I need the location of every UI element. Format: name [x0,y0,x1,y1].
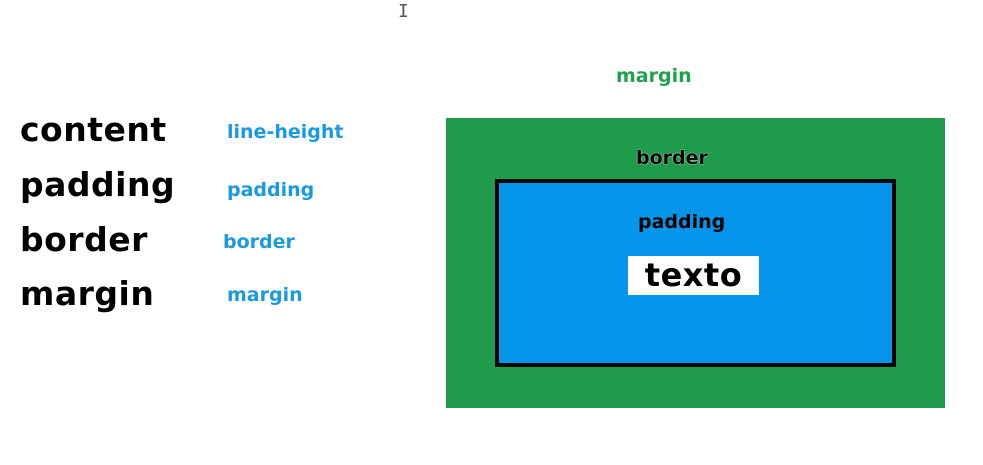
border-label: border [636,147,708,169]
property-margin: margin [227,284,303,306]
content-area: texto [628,256,759,295]
term-margin: margin [20,274,155,313]
padding-label: padding [638,211,726,233]
margin-label: margin [616,65,692,87]
term-content: content [20,110,167,149]
term-border: border [20,220,148,259]
text-cursor-icon: I [398,1,409,22]
term-padding: padding [20,165,176,204]
property-line-height: line-height [227,121,344,143]
property-border: border [223,231,295,253]
property-padding: padding [227,179,315,201]
